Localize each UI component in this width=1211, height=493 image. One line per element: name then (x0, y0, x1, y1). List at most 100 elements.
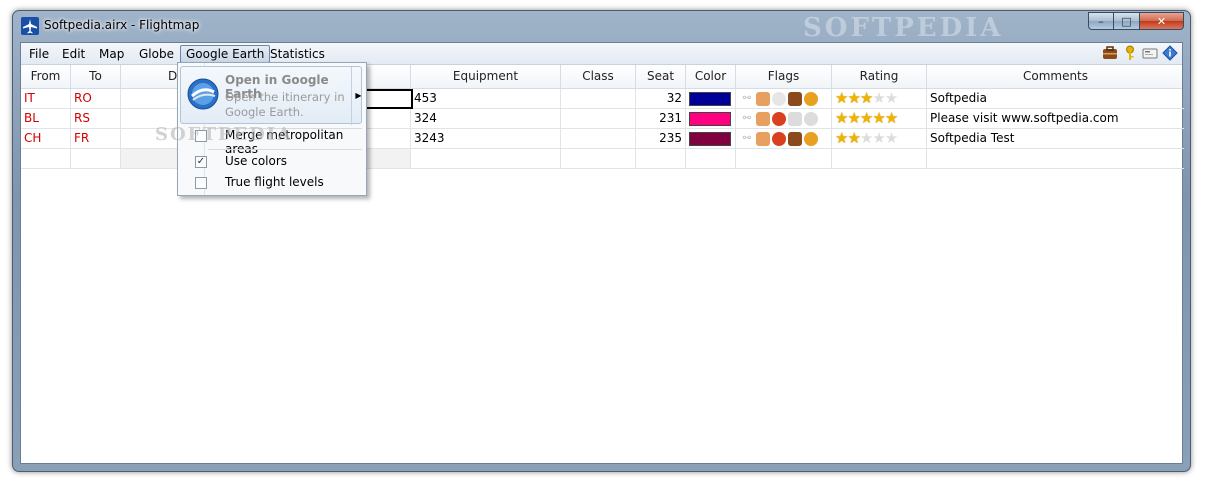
cell-color[interactable] (686, 129, 736, 149)
star-icon[interactable]: ★ (859, 109, 873, 127)
chain-icon[interactable] (804, 111, 818, 126)
cell-color[interactable] (686, 109, 736, 129)
maximize-button[interactable]: □ (1114, 12, 1140, 30)
cell-to[interactable]: FR (71, 129, 121, 149)
cell-to[interactable]: RS (71, 109, 121, 129)
star-icon[interactable]: ★ (835, 109, 848, 127)
cell-equipment[interactable]: 324 (411, 109, 561, 129)
star-icon[interactable]: ★ (847, 129, 860, 147)
star-icon[interactable]: ★ (872, 109, 885, 127)
col-flags[interactable]: Flags (736, 65, 832, 89)
use-colors-checkbox[interactable]: ✓ (195, 156, 207, 168)
cell-rating[interactable]: ★★★★★ (832, 109, 927, 129)
paperclip-icon[interactable]: ⚯ (742, 112, 752, 124)
suitcase-icon[interactable] (788, 131, 802, 146)
col-color[interactable]: Color (686, 65, 736, 89)
chain-icon[interactable] (804, 91, 818, 106)
menu-google-earth[interactable]: Google Earth (180, 45, 271, 63)
star-icon[interactable]: ★ (872, 89, 885, 107)
cell-flags[interactable]: ⚯ (736, 109, 832, 129)
cell-seat[interactable] (636, 149, 686, 169)
cell-rating[interactable]: ★★★★★ (832, 89, 927, 109)
cell-comments[interactable] (927, 149, 1184, 169)
cell-flags[interactable]: ⚯ (736, 89, 832, 109)
menu-statistics[interactable]: Statistics (270, 47, 325, 61)
chain-icon[interactable] (804, 131, 818, 146)
star-icon[interactable]: ★ (884, 109, 898, 127)
cell-equipment[interactable]: 453 (411, 89, 561, 109)
suitcase-icon[interactable] (1102, 45, 1118, 61)
cell-to[interactable]: RO (71, 89, 121, 109)
cell-seat[interactable]: 32 (636, 89, 686, 109)
cell-rating[interactable]: ★★★★★ (832, 129, 927, 149)
submenu-arrow-icon[interactable]: ▶ (351, 67, 365, 125)
info-icon[interactable] (1162, 45, 1178, 61)
suitcase-icon[interactable] (788, 91, 802, 106)
cell-class[interactable] (561, 149, 636, 169)
col-to[interactable]: To (71, 65, 121, 89)
star-icon[interactable]: ★ (872, 129, 885, 147)
merge-checkbox[interactable] (195, 130, 207, 142)
cell-class[interactable] (561, 89, 636, 109)
open-in-google-earth-item[interactable]: Open in Google Earth Open the itinerary … (180, 66, 365, 125)
star-icon[interactable]: ★ (859, 89, 873, 107)
cell-from[interactable]: CH (21, 129, 71, 149)
col-seat[interactable]: Seat (636, 65, 686, 89)
award-icon[interactable] (756, 111, 770, 126)
use-colors-item[interactable]: ✓ Use colors (180, 152, 364, 172)
col-from[interactable]: From (21, 65, 71, 89)
col-comments[interactable]: Comments (1022, 69, 1089, 83)
paperclip-icon[interactable]: ⚯ (742, 92, 752, 104)
minimize-button[interactable]: – (1088, 12, 1114, 30)
close-button[interactable]: ✕ (1140, 12, 1184, 30)
menu-file[interactable]: File (29, 47, 50, 61)
star-icon[interactable]: ★ (835, 129, 848, 147)
title-bar[interactable]: Softpedia.airx - Flightmap SOFTPEDIA – □… (13, 11, 1190, 43)
color-swatch[interactable] (689, 132, 731, 146)
cell-from[interactable]: BL (21, 109, 71, 129)
color-swatch[interactable] (689, 112, 731, 126)
award-icon[interactable] (756, 91, 770, 106)
cell-seat[interactable]: 231 (636, 109, 686, 129)
col-rating[interactable]: Rating (832, 65, 927, 89)
cell-flags[interactable]: ⚯ (736, 129, 832, 149)
menu-globe[interactable]: Globe (139, 47, 174, 61)
cell-comments[interactable]: Softpedia Test (927, 129, 1184, 149)
lifebuoy-icon[interactable] (772, 91, 786, 106)
key-icon[interactable] (1122, 45, 1138, 61)
cell-rating[interactable] (832, 149, 927, 169)
cell-flags[interactable] (736, 149, 832, 169)
color-swatch[interactable] (689, 92, 731, 106)
menu-map[interactable]: Map (99, 47, 125, 61)
star-icon[interactable]: ★ (859, 129, 873, 147)
cell-comments[interactable]: Please visit www.softpedia.com (927, 109, 1184, 129)
cell-from[interactable]: IT (21, 89, 71, 109)
cell-equipment[interactable]: 3243 (411, 129, 561, 149)
star-icon[interactable]: ★ (884, 89, 898, 107)
col-class[interactable]: Class (561, 65, 636, 89)
table-row[interactable]: BL RS 324 231 ⚯ ★★★★★ Please visit www.s… (21, 109, 1184, 129)
merge-metropolitan-item[interactable]: Merge metropolitan areas (180, 126, 364, 156)
star-icon[interactable]: ★ (847, 89, 860, 107)
lifebuoy-icon[interactable] (772, 131, 786, 146)
award-icon[interactable] (756, 131, 770, 146)
true-flight-checkbox[interactable] (195, 177, 207, 189)
cell-class[interactable] (561, 109, 636, 129)
cell-color[interactable] (686, 89, 736, 109)
cell-class[interactable] (561, 129, 636, 149)
cell-comments[interactable]: Softpedia (927, 89, 1184, 109)
cell-equipment[interactable] (411, 149, 561, 169)
suitcase-icon[interactable] (788, 111, 802, 126)
paperclip-icon[interactable]: ⚯ (742, 132, 752, 144)
col-equipment[interactable]: Equipment (411, 65, 561, 89)
cell-seat[interactable]: 235 (636, 129, 686, 149)
cell-to[interactable] (71, 149, 121, 169)
star-icon[interactable]: ★ (884, 129, 898, 147)
cell-color[interactable] (686, 149, 736, 169)
star-icon[interactable]: ★ (835, 89, 848, 107)
menu-edit[interactable]: Edit (62, 47, 86, 61)
lifebuoy-icon[interactable] (772, 111, 786, 126)
card-icon[interactable] (1142, 45, 1158, 61)
true-flight-levels-item[interactable]: True flight levels (180, 173, 364, 193)
cell-from[interactable] (21, 149, 71, 169)
